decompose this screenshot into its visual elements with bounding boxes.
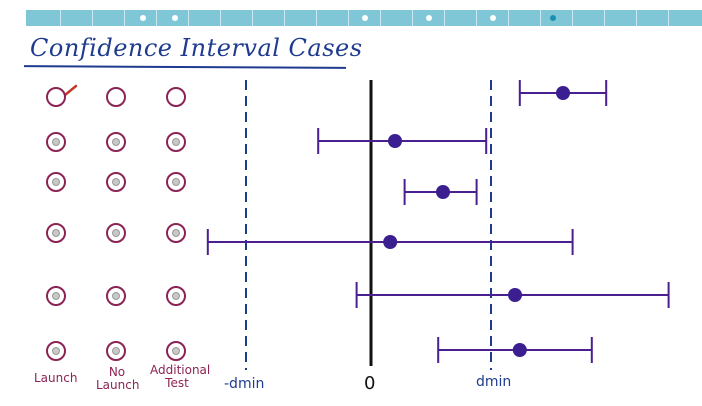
ci-mean-point [556,86,570,100]
progress-dot[interactable] [140,15,146,21]
radio-no-launch[interactable] [106,87,126,107]
radio-additional-test[interactable] [166,286,186,306]
ci-mean-point [436,185,450,199]
dmin-label: dmin [476,374,512,390]
radio-additional-test[interactable] [166,341,186,361]
radio-launch[interactable] [46,223,66,243]
radio-additional-test[interactable] [166,87,186,107]
radio-launch[interactable] [46,132,66,152]
radio-no-launch[interactable] [106,132,126,152]
progress-dot-current[interactable] [550,15,556,21]
column-label-no-launch: No Launch [96,365,140,392]
progress-dot[interactable] [426,15,432,21]
ci-mean-point [388,134,402,148]
column-label-launch: Launch [34,371,78,385]
neg-dmin-label: -dmin [224,376,265,392]
progress-dot[interactable] [172,15,178,21]
radio-launch[interactable] [46,172,66,192]
radio-additional-test[interactable] [166,132,186,152]
radio-no-launch[interactable] [106,223,126,243]
column-label-additional-test: Additional Test [150,363,211,390]
ci-mean-point [512,343,527,357]
radio-additional-test[interactable] [166,223,186,243]
radio-launch[interactable] [46,341,66,361]
progress-dot[interactable] [490,15,496,21]
progress-strip [0,0,702,30]
page-title: Confidence Interval Cases [30,34,363,62]
radio-launch[interactable] [46,87,66,107]
radio-additional-test[interactable] [166,172,186,192]
radio-no-launch[interactable] [106,341,126,361]
zero-label: 0 [364,373,376,394]
progress-dot[interactable] [362,15,368,21]
radio-launch[interactable] [46,286,66,306]
ci-mean-point [508,288,522,302]
radio-no-launch[interactable] [106,172,126,192]
ci-mean-point [383,235,398,249]
radio-no-launch[interactable] [106,286,126,306]
